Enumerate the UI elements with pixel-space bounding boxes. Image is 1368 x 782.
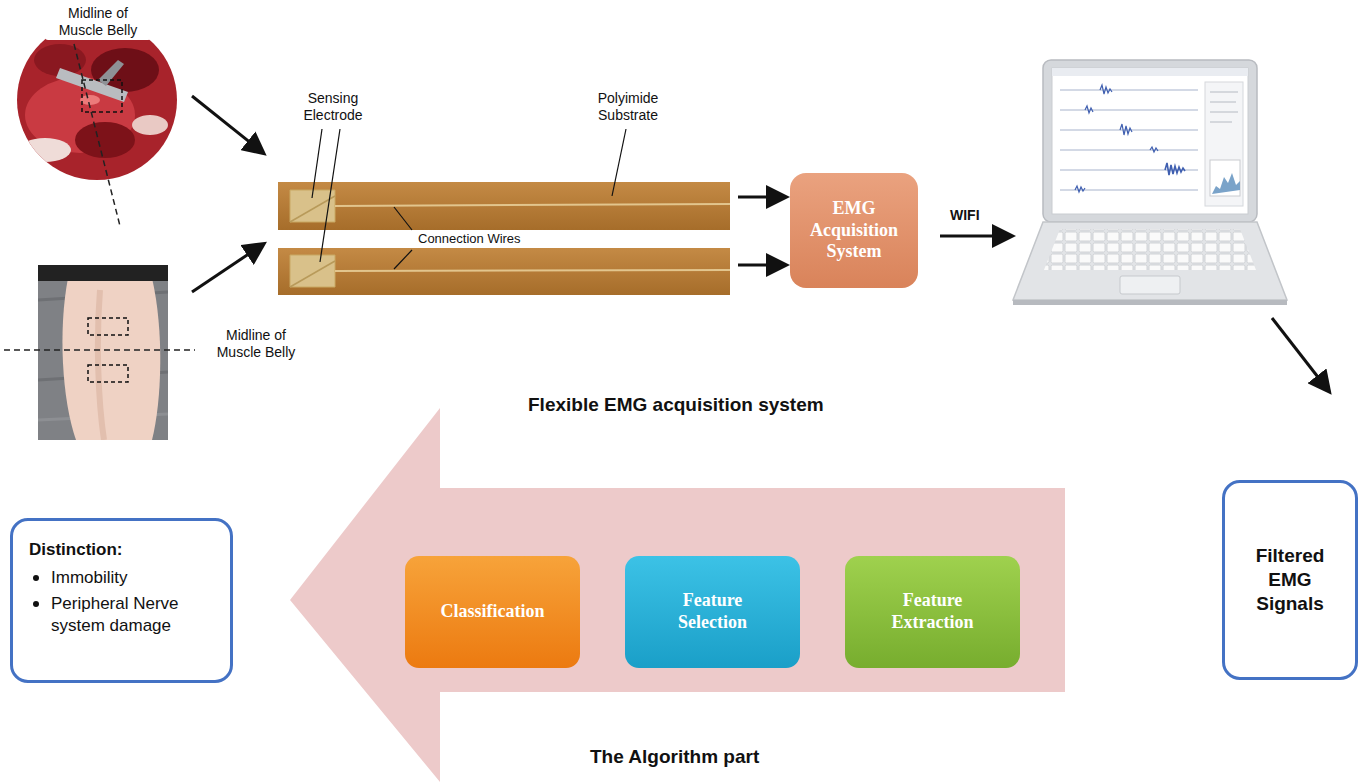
art-path <box>1212 173 1240 194</box>
part-label: Polyimide Substrate <box>585 90 671 124</box>
art-ellipse <box>19 138 71 162</box>
art-rect <box>38 265 168 281</box>
art-polygon <box>56 68 128 102</box>
box-text: Classification <box>440 601 544 623</box>
art-rect <box>1120 276 1180 294</box>
art-path <box>1150 147 1158 152</box>
art-line <box>192 96 262 152</box>
art-line <box>1210 92 1238 93</box>
art-line <box>1060 110 1198 111</box>
list-item: Peripheral Nerve system damage <box>51 593 216 637</box>
art-path <box>1075 186 1085 192</box>
process-box: Feature Extraction <box>845 556 1020 668</box>
art-line <box>738 264 784 267</box>
art-line <box>320 129 340 262</box>
art-line <box>1272 318 1328 390</box>
process-box: EMG Acquisition System <box>790 173 918 288</box>
photo-label: Midline of Muscle Belly <box>203 327 309 361</box>
muscle-photo <box>10 15 190 190</box>
algorithm-arrow-band: The Algorithm part Classification Feature … <box>290 408 1065 782</box>
art-rect <box>1210 160 1240 196</box>
art-path <box>62 278 160 440</box>
art-rect <box>278 182 730 230</box>
section-heading: The Algorithm part <box>590 746 759 768</box>
leg-photo <box>38 265 168 440</box>
art-line <box>1210 122 1232 123</box>
art-line <box>1060 90 1198 91</box>
box-text: Feature Selection <box>657 590 769 633</box>
part-label: Connection Wires <box>418 232 521 247</box>
art-polygon <box>1013 222 1287 300</box>
art-line <box>335 270 730 271</box>
art-line <box>1210 102 1236 103</box>
art-polygon <box>98 60 124 86</box>
art-line <box>1060 150 1198 151</box>
art-rect <box>88 318 128 335</box>
list-heading: Distinction: <box>29 539 216 561</box>
art-rect <box>1205 82 1243 206</box>
box-text: Filtered EMG Signals <box>1240 544 1340 615</box>
link-label: WIFI <box>950 207 980 224</box>
art-polygon <box>1044 229 1256 270</box>
arrow-body <box>290 408 1065 782</box>
bullet-dot <box>33 601 39 607</box>
art-rect <box>10 15 190 190</box>
art-line <box>1060 190 1198 191</box>
art-line <box>612 129 626 196</box>
laptop-icon <box>1013 60 1287 305</box>
art-line <box>74 44 120 226</box>
art-path <box>1120 124 1132 135</box>
art-rect <box>88 365 128 382</box>
art-rect <box>1013 300 1287 305</box>
art-line <box>335 204 730 206</box>
photo-label: Midline of Muscle Belly <box>45 4 151 40</box>
art-line <box>290 261 335 287</box>
process-box: Feature Selection <box>625 556 800 668</box>
art-rect <box>38 265 168 440</box>
art-path <box>1100 85 1112 94</box>
art-line <box>940 235 1010 238</box>
art-rect <box>82 80 122 112</box>
art-line <box>192 245 262 292</box>
process-box: Classification <box>405 556 580 668</box>
result-box: Distinction: ImmobilityPeripheral Nerve s… <box>10 518 233 683</box>
art-line <box>394 207 412 230</box>
art-path <box>1085 106 1093 113</box>
box-text: Feature Extraction <box>877 590 989 633</box>
art-ellipse <box>132 115 168 135</box>
section-heading: Flexible EMG acquisition system <box>528 394 824 415</box>
art-path <box>1165 163 1185 175</box>
bullet-dot <box>33 575 39 581</box>
box-text: EMG Acquisition System <box>800 198 908 263</box>
art-rect <box>278 248 730 295</box>
art-line <box>738 196 784 199</box>
list-item: Immobility <box>51 567 128 589</box>
art-line <box>394 250 412 269</box>
part-label: Sensing Electrode <box>293 90 373 124</box>
art-rect <box>1043 60 1257 222</box>
art-ellipse <box>75 122 135 158</box>
art-line <box>4 349 195 351</box>
art-line <box>312 129 322 198</box>
art-ellipse <box>80 95 100 105</box>
signal-box: Filtered EMG Signals <box>1222 480 1358 680</box>
art-rect <box>1052 68 1248 76</box>
bullet-row: Peripheral Nerve system damage <box>29 593 216 637</box>
art-rect <box>1052 68 1248 214</box>
art-line <box>1210 112 1238 113</box>
art-polygon <box>290 255 335 287</box>
bullet-row: Immobility <box>29 567 216 589</box>
